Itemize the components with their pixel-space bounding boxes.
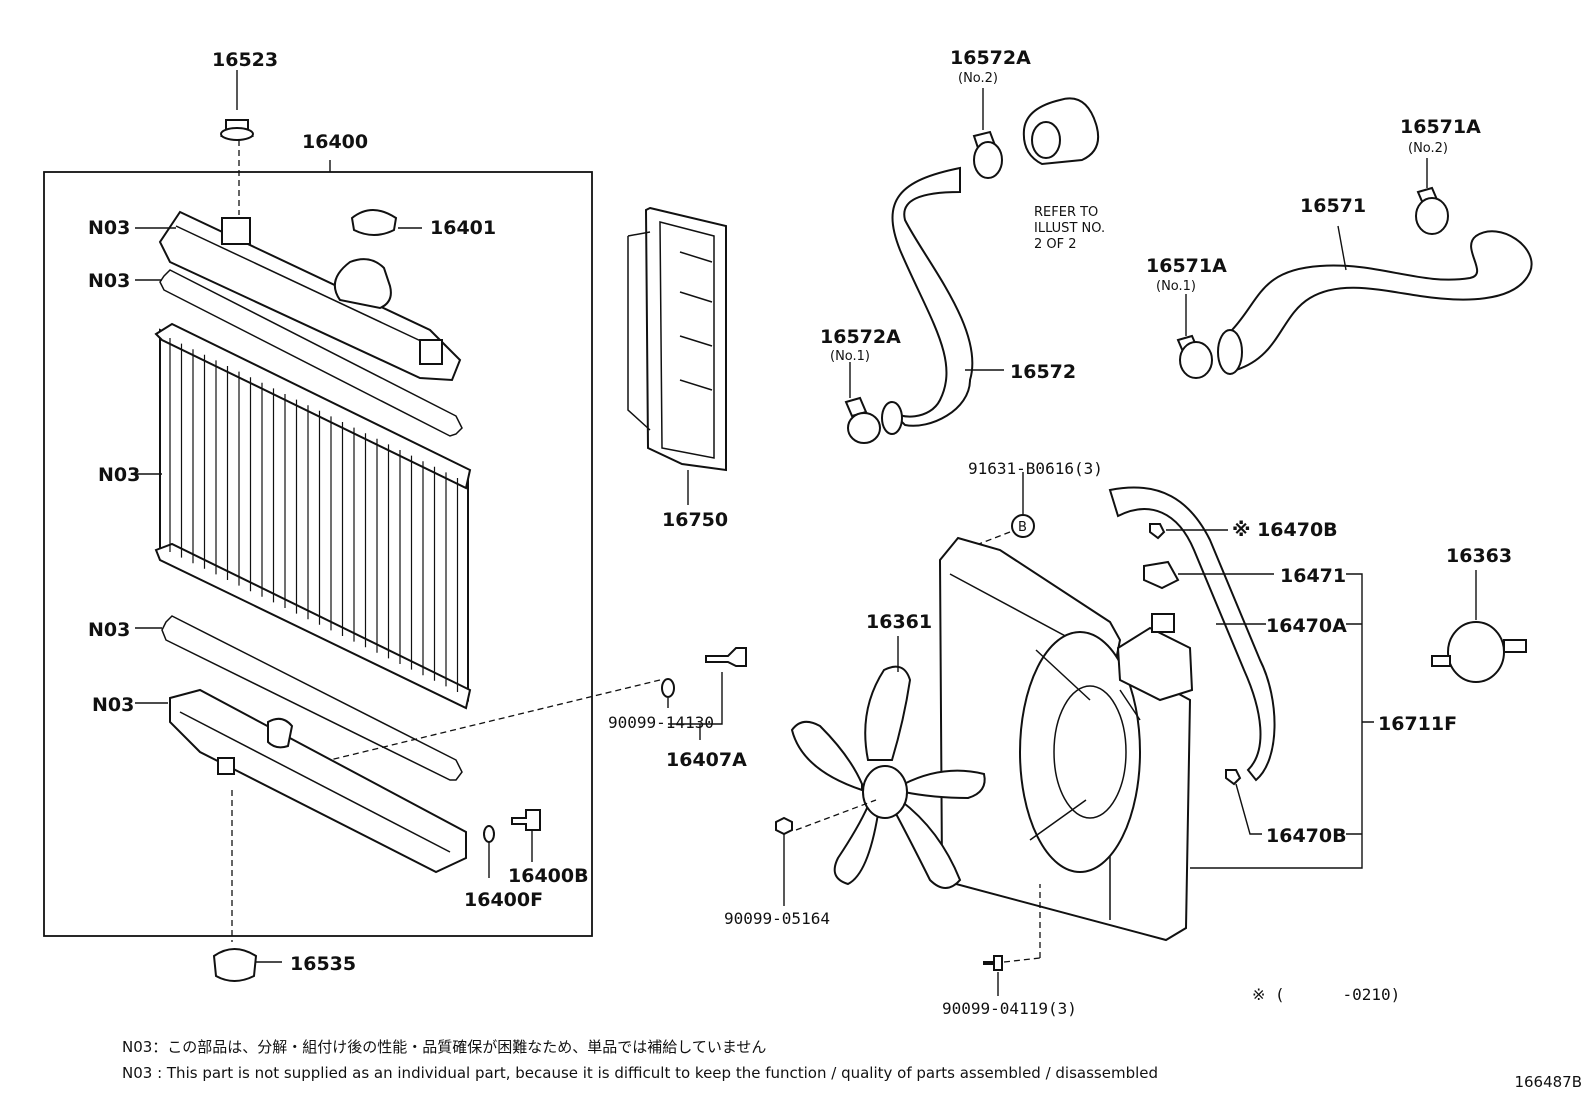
label-16470A: 16470A xyxy=(1266,615,1347,637)
radiator-assembly-frame xyxy=(43,171,593,937)
label-n03-core: N03 xyxy=(98,464,140,486)
label-16400F: 16400F xyxy=(464,889,543,911)
label-16400B: 16400B xyxy=(508,865,589,887)
label-16572A-no2-sub: (No.2) xyxy=(958,71,998,86)
part-lower-gasket[interactable] xyxy=(135,615,463,781)
part-16361-fan[interactable] xyxy=(790,636,986,889)
part-16401-radiator-cap[interactable] xyxy=(350,209,422,236)
label-16571A-no2: 16571A xyxy=(1400,116,1481,138)
label-16571: 16571 xyxy=(1300,195,1366,217)
label-16535: 16535 xyxy=(290,953,356,975)
label-16523: 16523 xyxy=(212,49,278,71)
callout-b-circle xyxy=(1011,514,1035,538)
part-91631-B0616-bolt[interactable] xyxy=(957,472,1035,553)
part-16571A-clamp-no1[interactable] xyxy=(1176,294,1213,379)
part-16572-upper-hose[interactable] xyxy=(881,166,1004,435)
label-90099-05164: 90099-05164 xyxy=(724,909,830,928)
label-16407A: 16407A xyxy=(666,749,747,771)
part-16523-cap[interactable] xyxy=(220,70,254,215)
label-16750: 16750 xyxy=(662,509,728,531)
part-16400F-oring[interactable] xyxy=(483,825,495,878)
illustration-reference-code: 166487B xyxy=(1514,1073,1582,1091)
label-n03-lower-tank: N03 xyxy=(92,694,134,716)
part-16363-fan-motor[interactable] xyxy=(1431,570,1527,683)
part-16471-bracket[interactable] xyxy=(1143,560,1274,590)
group-bracket-16711F xyxy=(1190,573,1374,869)
part-16535-cushion[interactable] xyxy=(212,948,282,982)
part-16400B-drain-cock[interactable] xyxy=(511,809,541,862)
label-range-note: ※ ( -0210) xyxy=(1252,985,1400,1004)
label-16471: 16471 xyxy=(1280,565,1346,587)
part-16571A-clamp-no2[interactable] xyxy=(1415,158,1449,235)
label-16571A-no1: 16571A xyxy=(1146,255,1227,277)
label-16572A-no1: 16572A xyxy=(820,326,901,348)
label-16401: 16401 xyxy=(430,217,496,239)
label-16571A-no1-sub: (No.1) xyxy=(1156,279,1196,294)
label-16572A-no1-sub: (No.1) xyxy=(830,349,870,364)
note-english: N03 : This part is not supplied as an in… xyxy=(122,1064,1159,1082)
part-radiator-core[interactable] xyxy=(135,322,472,710)
part-upper-gasket[interactable] xyxy=(135,269,463,437)
label-16711F: 16711F xyxy=(1378,713,1457,735)
label-n03-upper-tank: N03 xyxy=(88,217,130,239)
label-90099-04119: 90099-04119(3) xyxy=(942,999,1077,1018)
label-16470B-bottom: 16470B xyxy=(1266,825,1347,847)
part-90099-05164-nut[interactable] xyxy=(775,816,793,906)
part-16711F-fan-shroud[interactable] xyxy=(938,536,1192,942)
part-water-outlet-reference xyxy=(1022,97,1100,166)
label-16400: 16400 xyxy=(302,131,368,153)
part-16572A-clamp-no1[interactable] xyxy=(844,362,881,444)
label-n03-upper-gasket: N03 xyxy=(88,270,130,292)
label-callout-b: B xyxy=(1018,520,1027,535)
part-16470B-clip-top[interactable] xyxy=(1149,523,1228,540)
label-90099-14130: 90099-14130 xyxy=(608,713,714,732)
part-90099-04119-bolt[interactable] xyxy=(983,884,1041,996)
label-refer-line2: ILLUST NO. xyxy=(1034,221,1105,236)
part-16571-lower-hose[interactable] xyxy=(1217,225,1533,375)
label-refer-line1: REFER TO xyxy=(1034,205,1098,220)
label-n03-lower-gasket: N03 xyxy=(88,619,130,641)
note-japanese: N03：この部品は、分解・組付け後の性能・品質確保が困難なため、単品では補給して… xyxy=(122,1038,767,1056)
part-reservoir-hose[interactable] xyxy=(1108,486,1276,782)
label-16363: 16363 xyxy=(1446,545,1512,567)
part-lower-tank[interactable] xyxy=(135,688,467,942)
part-upper-tank[interactable] xyxy=(135,210,462,382)
label-16571A-no2-sub: (No.2) xyxy=(1408,141,1448,156)
label-16572: 16572 xyxy=(1010,361,1076,383)
part-16750-air-guide[interactable] xyxy=(627,206,727,505)
core-fins xyxy=(169,338,459,692)
label-16470B-top: ※ 16470B xyxy=(1232,519,1338,541)
label-16361: 16361 xyxy=(866,611,932,633)
label-16572A-no2: 16572A xyxy=(950,47,1031,69)
label-refer-line3: 2 OF 2 xyxy=(1034,237,1077,252)
part-16572A-clamp-no2[interactable] xyxy=(972,88,1003,179)
label-91631-B0616: 91631-B0616(3) xyxy=(968,459,1103,478)
part-16407A-switch[interactable] xyxy=(329,647,747,761)
part-16470B-clip-bottom[interactable] xyxy=(1225,769,1262,835)
